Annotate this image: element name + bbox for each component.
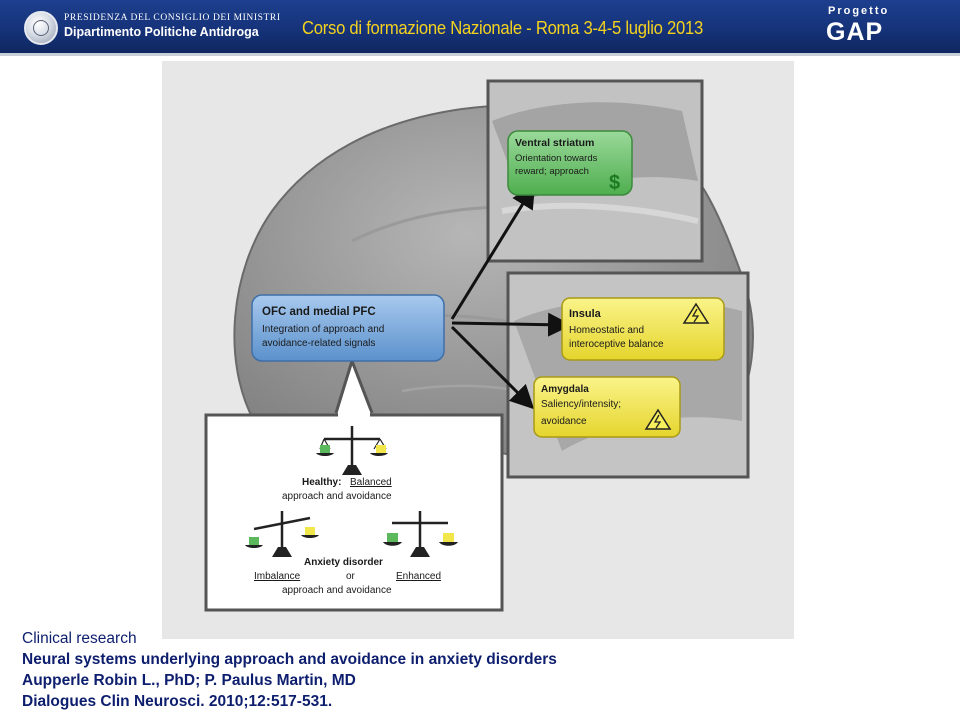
citation-block: Clinical research Neural systems underly… xyxy=(22,628,942,712)
healthy-scale-icon xyxy=(316,426,388,475)
anxiety-line3: approach and avoidance xyxy=(282,585,392,596)
government-emblem-icon xyxy=(24,11,58,45)
amygdala-warning-icon xyxy=(644,408,672,430)
ofc-line2: avoidance-related signals xyxy=(262,338,375,349)
citation-line-3: Aupperle Robin L., PhD; P. Paulus Martin… xyxy=(22,672,356,689)
header-band: PRESIDENZA DEL CONSIGLIO DEI MINISTRI Di… xyxy=(0,0,960,56)
amygdala-line2: avoidance xyxy=(541,416,587,427)
citation-line-4: Dialogues Clin Neurosci. 2010;12:517-531… xyxy=(22,693,333,710)
brain-diagram: Ventral striatum Orientation towards rew… xyxy=(162,61,794,639)
anxiety-enhanced: Enhanced xyxy=(396,571,441,582)
healthy-balanced: Balanced xyxy=(350,477,392,488)
scales-inset xyxy=(204,413,504,612)
ventral-striatum-line2: reward; approach xyxy=(515,166,589,177)
brain-diagram-svg: Ventral striatum Orientation towards rew… xyxy=(204,79,754,612)
amygdala-title: Amygdala xyxy=(541,384,589,395)
ofc-line1: Integration of approach and xyxy=(262,324,384,335)
healthy-label: Healthy: xyxy=(302,477,341,488)
project-logo-big: GAP xyxy=(826,18,884,46)
ofc-box: OFC and medial PFC Integration of approa… xyxy=(251,294,445,362)
insula-title: Insula xyxy=(569,308,602,320)
ventral-striatum-box: Ventral striatum Orientation towards rew… xyxy=(507,130,633,196)
insula-box: Insula Homeostatic and interoceptive bal… xyxy=(561,297,725,361)
ofc-title: OFC and medial PFC xyxy=(262,306,376,318)
insula-line2: interoceptive balance xyxy=(569,339,664,350)
citation-line-1: Clinical research xyxy=(22,630,137,647)
amygdala-box: Amygdala Saliency/intensity; avoidance xyxy=(533,376,681,438)
insula-warning-icon xyxy=(682,302,710,324)
insula-line1: Homeostatic and xyxy=(569,325,644,336)
citation-line-2: Neural systems underlying approach and a… xyxy=(22,651,557,668)
healthy-line2: approach and avoidance xyxy=(282,491,392,502)
anxiety-title: Anxiety disorder xyxy=(304,557,383,568)
arrow-to-ventral-striatum xyxy=(450,183,536,320)
arrow-to-insula xyxy=(451,312,572,337)
course-title: Corso di formazione Nazionale - Roma 3-4… xyxy=(302,17,703,38)
amygdala-line1: Saliency/intensity; xyxy=(541,399,621,410)
department-label: Dipartimento Politiche Antidroga xyxy=(64,25,259,39)
anxiety-imbalance: Imbalance xyxy=(254,571,301,582)
imbalance-scale-icon xyxy=(245,511,319,557)
arrow-to-amygdala xyxy=(450,325,535,410)
project-logo-small: Progetto xyxy=(828,5,890,17)
presidency-label: PRESIDENZA DEL CONSIGLIO DEI MINISTRI xyxy=(64,13,281,23)
dollar-icon: $ xyxy=(609,172,620,194)
anxiety-or: or xyxy=(346,571,356,582)
ventral-striatum-line1: Orientation towards xyxy=(515,153,598,164)
ventral-striatum-title: Ventral striatum xyxy=(515,137,594,149)
enhanced-scale-icon xyxy=(383,511,458,557)
